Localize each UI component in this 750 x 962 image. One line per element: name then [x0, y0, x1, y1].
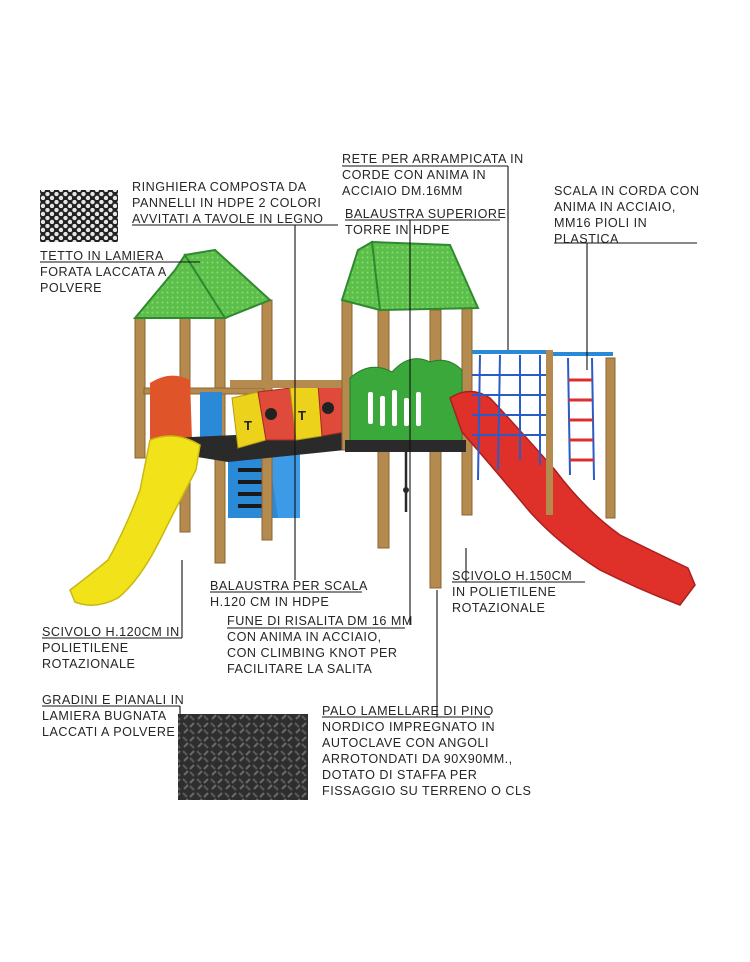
- svg-text:T: T: [298, 408, 306, 423]
- tower-upper-balustrade: [345, 358, 466, 452]
- leader-lines: [40, 165, 697, 718]
- right-roof: [340, 240, 480, 312]
- left-side-panel: [150, 375, 192, 440]
- yellow-slide: [69, 435, 201, 606]
- playground-structure: T T: [69, 240, 696, 606]
- left-roof: [132, 248, 272, 320]
- hdpe-panels: T T: [230, 380, 348, 449]
- svg-text:T: T: [244, 418, 252, 433]
- tread-plate-sample: [178, 714, 308, 800]
- stair-section: [228, 448, 300, 518]
- red-slide: [449, 390, 696, 606]
- climbing-net: [472, 350, 553, 515]
- rope-ladder: [553, 352, 616, 519]
- perforated-sheet-sample: [40, 190, 118, 242]
